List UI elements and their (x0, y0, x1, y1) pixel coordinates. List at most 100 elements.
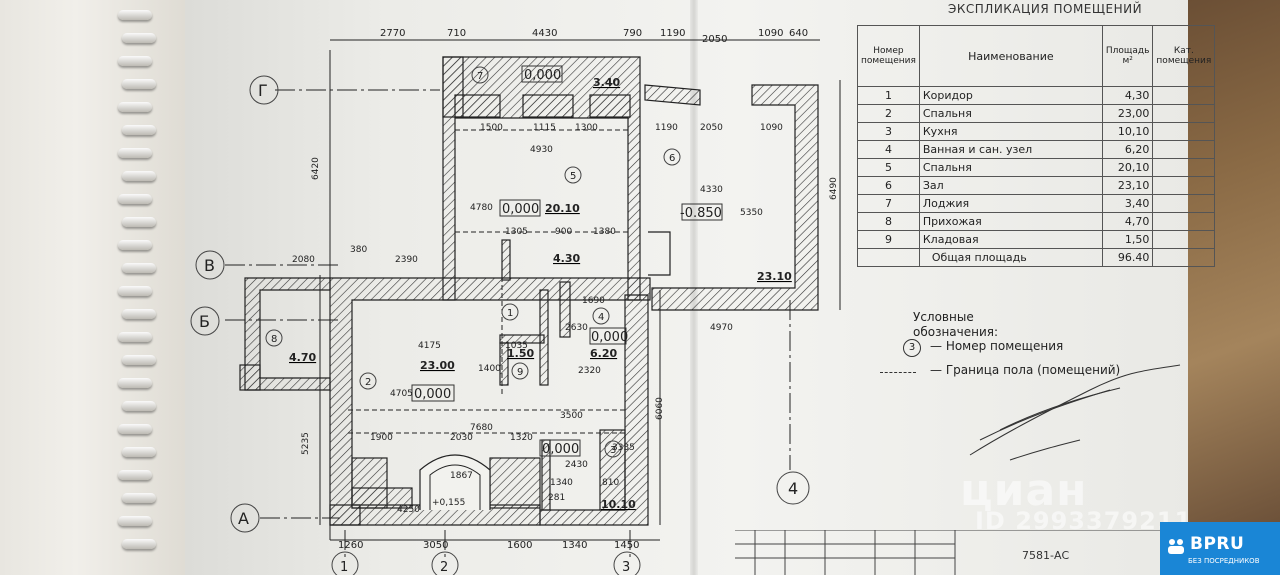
dim-label: 2320 (578, 366, 601, 376)
cell-category (1152, 158, 1216, 177)
cell-name: Зал (918, 176, 1103, 195)
binder-ring (118, 516, 152, 526)
dim-label: 1500 (480, 123, 503, 133)
dim-label: 2770 (380, 28, 405, 39)
dim-label: 2080 (292, 255, 315, 265)
dim-label: 1867 (450, 471, 473, 481)
cell-name: Спальня (918, 104, 1103, 123)
dim-label: 640 (789, 28, 808, 39)
axis-label: 2 (440, 560, 448, 575)
binder-ring (122, 125, 156, 135)
cell-category (1152, 194, 1216, 213)
dim-label: 4175 (418, 341, 441, 351)
cell-num: 3 (857, 122, 920, 141)
drawing-code: 7581-АС (1022, 549, 1070, 562)
room-area: 20.10 (545, 202, 580, 215)
legend-room-text: — Номер помещения (930, 339, 1064, 353)
binder-spine (0, 0, 190, 575)
dim-label: 281 (548, 493, 565, 503)
cell-category (1152, 104, 1216, 123)
room-area: 6.20 (590, 347, 617, 360)
dim-label: 790 (623, 28, 642, 39)
cell-area: 23,10 (1101, 176, 1154, 195)
axis-label: 1 (340, 560, 348, 575)
cell-num: 4 (857, 140, 920, 159)
level-mark: 0,000 (414, 387, 451, 402)
dim-label: 1260 (338, 540, 363, 551)
cell-area: 4,30 (1101, 86, 1154, 105)
dim-label: 900 (555, 227, 572, 237)
binder-ring (118, 424, 152, 434)
room-number: 6 (669, 153, 675, 164)
dim-label: 5350 (740, 208, 763, 218)
cell-num: 8 (857, 212, 920, 231)
binder-ring (122, 33, 156, 43)
cell-area: 1,50 (1101, 230, 1154, 249)
room-area: 4.30 (553, 252, 580, 265)
binder-ring (118, 240, 152, 250)
dim-label: 380 (350, 245, 367, 255)
binder-ring (118, 286, 152, 296)
dim-label: 4430 (532, 28, 557, 39)
cell-name: Лоджия (918, 194, 1103, 213)
dim-label: 5235 (301, 432, 311, 455)
total-value: 96.40 (1101, 248, 1154, 267)
binder-ring (118, 56, 152, 66)
room-number: 3 (610, 445, 616, 456)
cell-num: 7 (857, 194, 920, 213)
dim-label: 4330 (700, 185, 723, 195)
cell-category (1152, 176, 1216, 195)
binder-ring (122, 217, 156, 227)
binder-ring (122, 171, 156, 181)
room-area: 1.50 (507, 347, 534, 360)
room-area: 3.40 (593, 76, 620, 89)
cian-watermark: циан (960, 465, 1088, 516)
cell-area: 23,00 (1101, 104, 1154, 123)
header-area: Площадь м² (1101, 25, 1154, 87)
axis-label: 3 (622, 560, 630, 575)
legend-title-2: обозначения: (913, 325, 999, 339)
dim-label: 1450 (614, 540, 639, 551)
dim-label: 6060 (655, 397, 665, 420)
table-header-row: Номер помещения Наименование Площадь м² … (857, 25, 1216, 87)
cell-area: 20,10 (1101, 158, 1154, 177)
room-area: 4.70 (289, 351, 316, 364)
dim-label: 4930 (530, 145, 553, 155)
axis-label: Б (199, 312, 210, 331)
cell-num: 5 (857, 158, 920, 177)
dim-label: 1320 (510, 433, 533, 443)
people-icon (1168, 539, 1184, 554)
badge-title: BPRU (1190, 534, 1245, 554)
binder-ring (118, 378, 152, 388)
room-area: 10.10 (601, 498, 636, 511)
dim-label: 2050 (700, 123, 723, 133)
dim-label: 1380 (593, 227, 616, 237)
explication-title: ЭКСПЛИКАЦИЯ ПОМЕЩЕНИЙ (948, 2, 1143, 16)
binder-ring (118, 102, 152, 112)
room-area: 23.10 (757, 270, 792, 283)
dim-label: 4705 (390, 389, 413, 399)
header-name: Наименование (918, 25, 1103, 87)
bpru-badge[interactable]: BPRU БЕЗ ПОСРЕДНИКОВ (1160, 522, 1280, 575)
dim-label: 4250 (397, 505, 420, 515)
cell-num: 1 (857, 86, 920, 105)
binder-ring (122, 539, 156, 549)
dim-label: 1190 (660, 28, 685, 39)
legend-floor-text: — Граница пола (помещений) (930, 363, 1121, 377)
cell-category (1152, 230, 1216, 249)
dim-label: 1690 (582, 296, 605, 306)
dim-label: 1900 (370, 433, 393, 443)
binder-ring (122, 401, 156, 411)
explication-table: Номер помещения Наименование Площадь м² … (857, 25, 1216, 267)
axis-label: В (204, 256, 215, 275)
cell-area: 10,10 (1101, 122, 1154, 141)
table-total-row: Общая площадь 96.40 (857, 248, 1216, 267)
